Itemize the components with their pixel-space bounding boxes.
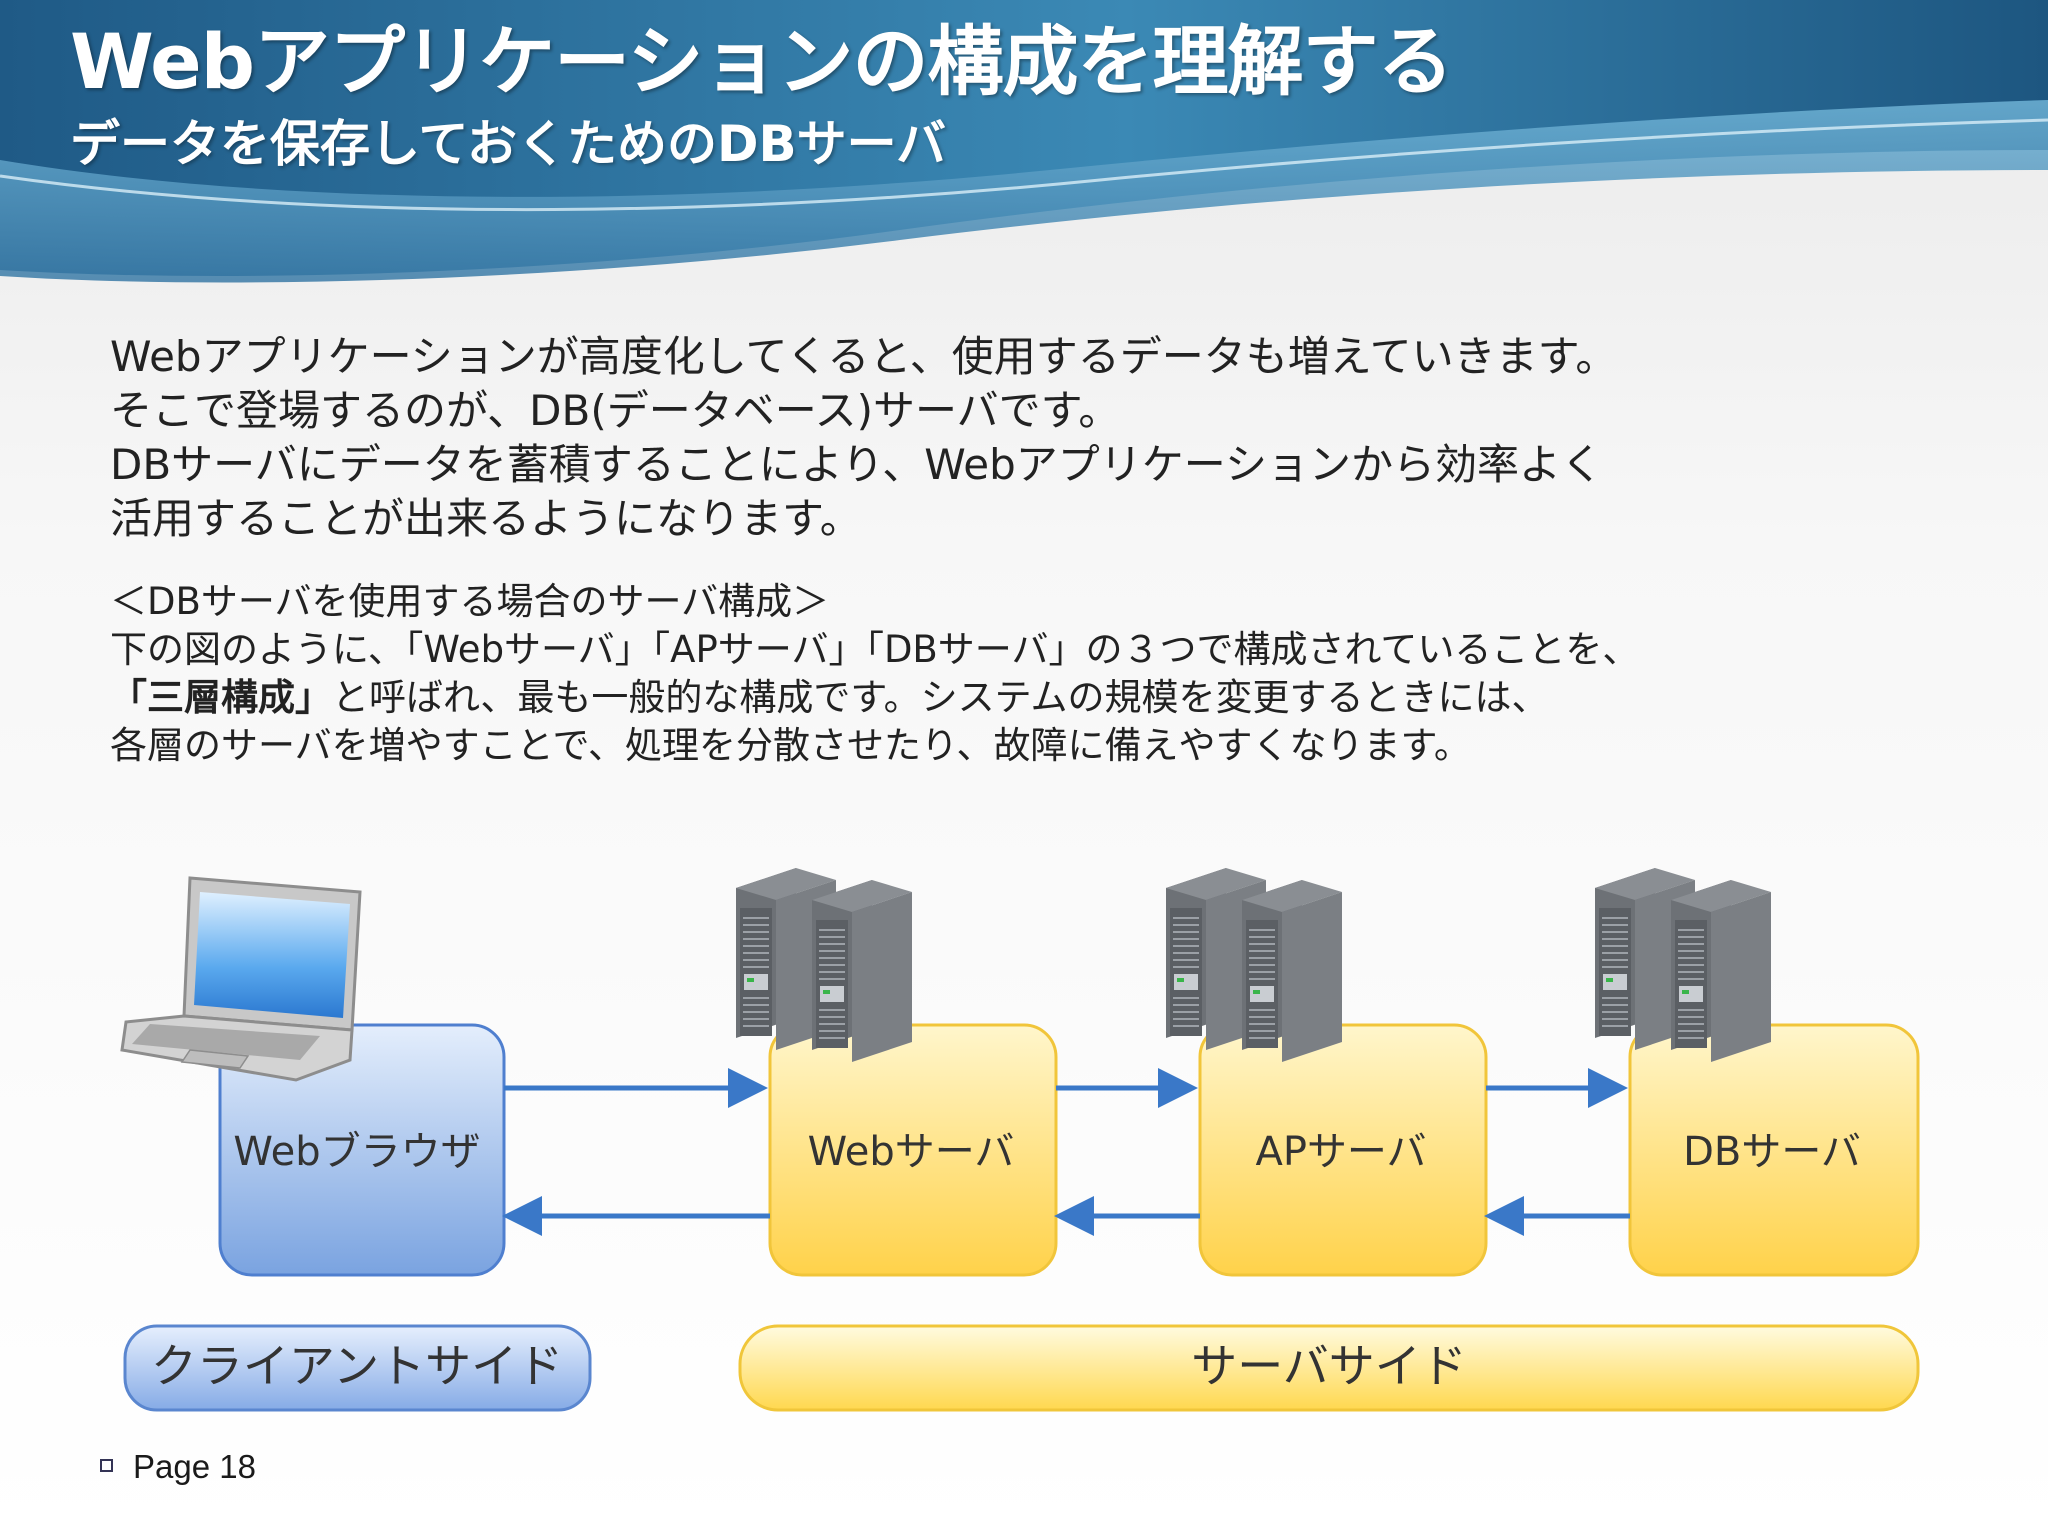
server-side-label: サーバサイド bbox=[1191, 1339, 1467, 1393]
slide-subtitle: データを保存しておくためのDBサーバ bbox=[70, 115, 947, 173]
server-icon-db bbox=[1595, 868, 1771, 1062]
node-apserver bbox=[1198, 1023, 1488, 1277]
detail-heading: ＜DBサーバを使用する場合のサーバ構成＞ bbox=[110, 580, 830, 623]
intro-line: そこで登場するのが、DB(データベース)サーバです。 bbox=[110, 386, 1121, 435]
server-icon-ap bbox=[1166, 868, 1342, 1062]
intro-line: Webアプリケーションが高度化してくると、使用するデータも増えていきます。 bbox=[110, 332, 1618, 381]
node-webserver bbox=[768, 1023, 1058, 1277]
page-number: Page 18 bbox=[133, 1448, 256, 1485]
intro-paragraph: Webアプリケーションが高度化してくると、使用するデータも増えていきます。 そこ… bbox=[110, 330, 1960, 546]
node-webbrowser bbox=[218, 1023, 506, 1277]
node-dbserver bbox=[1628, 1023, 1920, 1277]
intro-line: DBサーバにデータを蓄積することにより、Webアプリケーションから効率よく bbox=[110, 440, 1603, 489]
node-label: DBサーバ bbox=[1683, 1129, 1861, 1175]
node-label: Webサーバ bbox=[808, 1129, 1015, 1175]
server-icon-web bbox=[736, 868, 912, 1062]
detail-line: 各層のサーバを増やすことで、処理を分散させたり、故障に備えやすくなります。 bbox=[110, 724, 1471, 767]
laptop-icon bbox=[120, 876, 362, 1082]
page-footer: Page 18 bbox=[100, 1448, 256, 1486]
detail-paragraph: ＜DBサーバを使用する場合のサーバ構成＞ 下の図のように、「Webサーバ」「AP… bbox=[110, 578, 1960, 770]
node-label: APサーバ bbox=[1255, 1129, 1426, 1175]
detail-line-rest: と呼ばれ、最も一般的な構成です。システムの規模を変更するときには、 bbox=[332, 676, 1549, 719]
three-tier-term: 「三層構成」 bbox=[110, 676, 332, 719]
bullet-square-icon bbox=[100, 1458, 113, 1472]
node-label: Webブラウザ bbox=[233, 1129, 480, 1175]
client-side-band bbox=[123, 1324, 592, 1412]
slide-title: Webアプリケーションの構成を理解する bbox=[70, 17, 1454, 106]
server-side-band bbox=[738, 1324, 1920, 1412]
detail-line: 「三層構成」と呼ばれ、最も一般的な構成です。システムの規模を変更するときには、 bbox=[110, 674, 1960, 722]
intro-line: 活用することが出来るようになります。 bbox=[110, 494, 862, 543]
detail-line: 下の図のように、「Webサーバ」「APサーバ」「DBサーバ」の３つで構成されてい… bbox=[110, 628, 1640, 671]
client-side-label: クライアントサイド bbox=[151, 1339, 563, 1393]
